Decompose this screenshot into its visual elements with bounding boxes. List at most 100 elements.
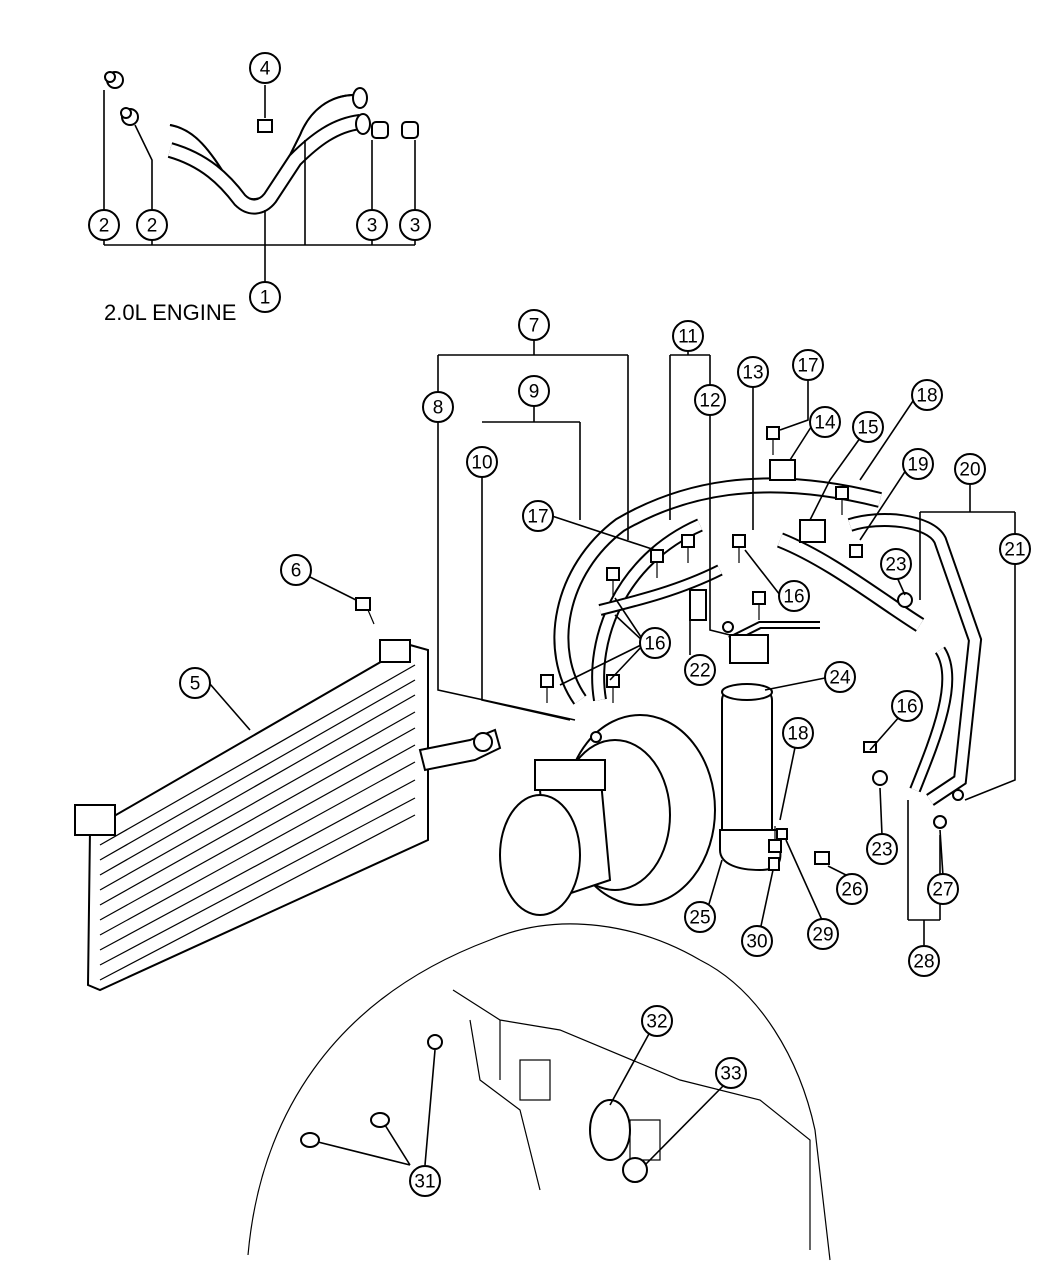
callout-33: 33 <box>715 1057 747 1089</box>
svg-text:2: 2 <box>147 216 158 237</box>
callout-8: 8 <box>422 391 454 423</box>
svg-text:21: 21 <box>1004 540 1025 561</box>
callout-16b: 16 <box>639 627 671 659</box>
callout-31: 31 <box>409 1165 441 1197</box>
svg-text:3: 3 <box>410 216 421 237</box>
callout-13: 13 <box>737 356 769 388</box>
svg-text:5: 5 <box>190 674 201 695</box>
callout-5: 5 <box>179 667 211 699</box>
callout-30: 30 <box>741 925 773 957</box>
svg-text:9: 9 <box>529 382 540 403</box>
hose-clip-icon <box>257 119 273 133</box>
svg-text:12: 12 <box>699 391 720 412</box>
svg-text:31: 31 <box>414 1172 435 1193</box>
callout-14: 14 <box>809 406 841 438</box>
svg-text:4: 4 <box>260 59 271 80</box>
compressor <box>499 714 716 916</box>
o-ring-icon <box>933 815 947 829</box>
body-panel <box>247 923 831 1261</box>
callout-7: 7 <box>518 309 550 341</box>
bolt-icon <box>355 597 375 625</box>
ac-lines <box>553 459 983 806</box>
callout-11: 11 <box>672 320 704 352</box>
callout-bubbles: 1 2 2 3 3 4 5 6 7 8 9 10 11 12 13 14 15 … <box>88 52 1031 1197</box>
plug-icon <box>370 1112 390 1128</box>
callout-9: 9 <box>518 375 550 407</box>
callout-26: 26 <box>836 873 868 905</box>
svg-text:14: 14 <box>814 413 836 434</box>
bolt-icon <box>732 534 746 563</box>
condenser <box>74 639 502 992</box>
svg-text:18: 18 <box>916 386 937 407</box>
callout-17a: 17 <box>792 349 824 381</box>
bolt-icon <box>766 426 780 455</box>
svg-text:30: 30 <box>746 932 767 953</box>
svg-text:13: 13 <box>742 363 763 384</box>
cap-icon <box>897 592 913 608</box>
svg-text:23: 23 <box>871 840 892 861</box>
plug-icon <box>300 1132 320 1148</box>
hose-connector-icon <box>401 121 419 139</box>
svg-text:2: 2 <box>99 216 110 237</box>
svg-text:6: 6 <box>291 561 302 582</box>
callout-23b: 23 <box>866 833 898 865</box>
callout-27: 27 <box>927 873 959 905</box>
svg-text:1: 1 <box>260 288 271 309</box>
callout-18a: 18 <box>911 379 943 411</box>
bolt-icon <box>752 591 766 620</box>
svg-text:18: 18 <box>787 724 808 745</box>
svg-text:11: 11 <box>678 327 698 348</box>
callout-24: 24 <box>824 661 856 693</box>
svg-text:15: 15 <box>857 418 878 439</box>
svg-text:20: 20 <box>959 460 980 481</box>
bolt-icon <box>606 567 620 596</box>
callout-29: 29 <box>807 918 839 950</box>
svg-text:19: 19 <box>907 455 928 476</box>
bolt-icon <box>606 674 620 703</box>
callout-3b: 3 <box>399 209 431 241</box>
svg-text:16: 16 <box>896 697 917 718</box>
leader-lines <box>209 340 1016 1166</box>
bolt-icon <box>835 486 849 515</box>
plug-icon <box>622 1157 648 1183</box>
svg-text:17: 17 <box>527 507 548 528</box>
cap-icon <box>872 770 888 786</box>
callout-12: 12 <box>694 384 726 416</box>
svg-text:7: 7 <box>529 316 540 337</box>
hose-connector-icon <box>371 121 389 139</box>
o-ring-icon <box>722 621 734 633</box>
svg-text:29: 29 <box>812 925 833 946</box>
plug-icon <box>427 1034 443 1050</box>
grommet-icon <box>589 1099 631 1161</box>
callout-21: 21 <box>999 533 1031 565</box>
svg-text:28: 28 <box>913 952 934 973</box>
callout-19: 19 <box>902 448 934 480</box>
callout-15: 15 <box>852 411 884 443</box>
svg-text:23: 23 <box>885 555 906 576</box>
callout-17b: 17 <box>522 500 554 532</box>
svg-text:24: 24 <box>829 668 851 689</box>
bolt-icon <box>814 851 830 865</box>
callout-4: 4 <box>249 52 281 84</box>
svg-text:25: 25 <box>689 908 710 929</box>
svg-text:22: 22 <box>689 661 710 682</box>
callout-32: 32 <box>641 1005 673 1037</box>
callout-16a: 16 <box>778 580 810 612</box>
callout-20: 20 <box>954 453 986 485</box>
nut-icon <box>849 544 863 558</box>
callout-22: 22 <box>684 654 716 686</box>
svg-text:17: 17 <box>797 356 818 377</box>
o-ring-icon <box>590 731 602 743</box>
callout-28: 28 <box>908 945 940 977</box>
svg-text:32: 32 <box>646 1012 667 1033</box>
engine-inset: 2.0L ENGINE <box>103 71 419 325</box>
hose-clamp-icon <box>104 71 124 89</box>
callout-16c: 16 <box>891 690 923 722</box>
callout-1: 1 <box>249 281 281 313</box>
svg-text:27: 27 <box>932 880 953 901</box>
callout-2a: 2 <box>88 209 120 241</box>
callout-25: 25 <box>684 901 716 933</box>
nut-icon <box>776 828 788 840</box>
engine-label: 2.0L ENGINE <box>104 300 236 325</box>
